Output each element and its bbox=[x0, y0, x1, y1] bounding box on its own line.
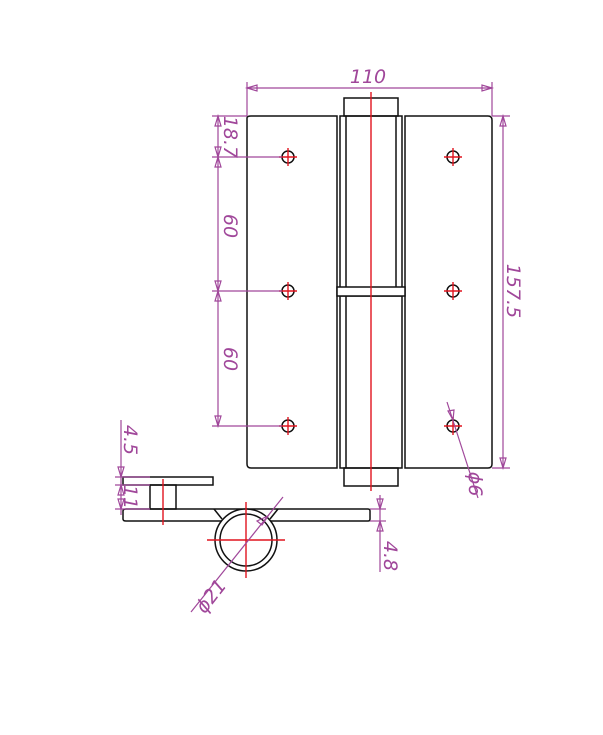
dim-overall-height: 157.5 bbox=[502, 264, 524, 318]
left-leaf-outline bbox=[246, 115, 338, 469]
dim-hole-spacing-1: 60 bbox=[219, 214, 241, 238]
dim-leaf-thickness: 4.8 bbox=[379, 541, 401, 571]
right-leaf-outline bbox=[404, 115, 493, 469]
dim-cap-thickness: 4.5 bbox=[119, 425, 141, 455]
end-view-cap-plate bbox=[122, 476, 214, 486]
screw-hole-right-middle bbox=[444, 282, 462, 300]
dim-knuckle-diameter: ϕ21 bbox=[191, 575, 231, 617]
hinge-end-view bbox=[122, 476, 371, 578]
front-view-dimensions: 110 18.7 60 60 157.5 ϕ6 bbox=[212, 66, 524, 499]
dim-hole-diameter: ϕ6 bbox=[464, 472, 486, 497]
end-view-leaf-plate bbox=[122, 508, 371, 522]
hinge-front-view bbox=[246, 92, 493, 491]
dim-overall-width: 110 bbox=[350, 66, 386, 88]
dim-pin-gap: 11 bbox=[119, 485, 141, 509]
screw-hole-right-top bbox=[444, 148, 462, 166]
dim-hole-spacing-2: 60 bbox=[219, 347, 241, 371]
dim-top-offset: 18.7 bbox=[219, 116, 241, 158]
